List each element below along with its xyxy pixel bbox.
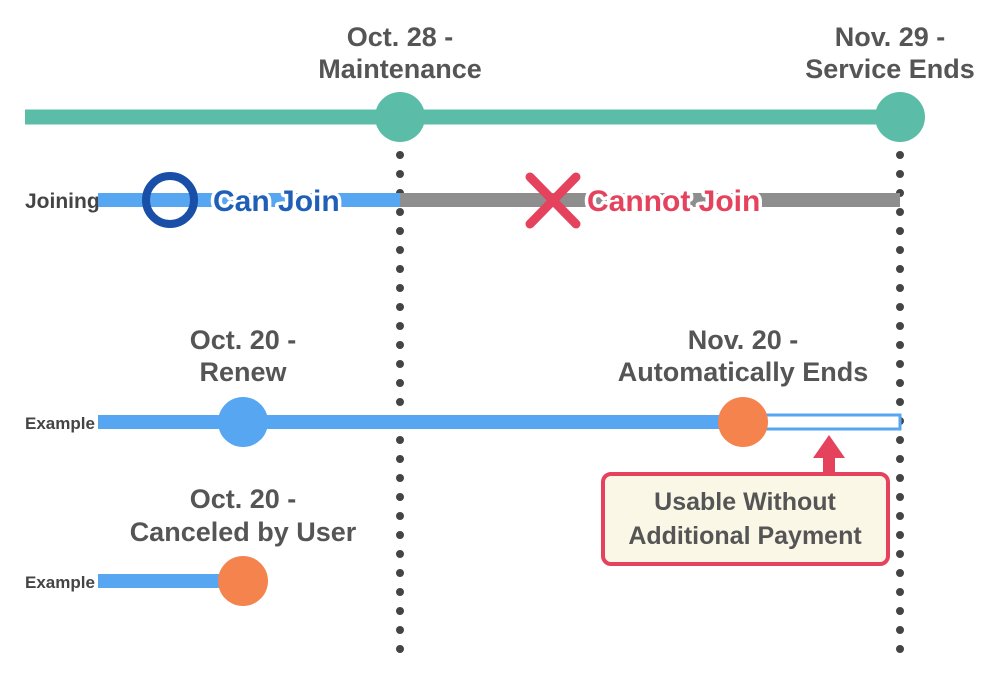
callout-line2: Additional Payment	[628, 522, 862, 550]
service-end-date: Nov. 29 -	[835, 22, 946, 52]
joining-label: Joining	[25, 190, 100, 213]
renew-node	[218, 397, 268, 447]
auto-end-node	[718, 397, 768, 447]
cannot-join-text: Cannot Join	[587, 185, 760, 218]
maintenance-label: Maintenance	[318, 54, 482, 84]
canceled-label: Canceled by User	[130, 517, 357, 547]
service-end-label: Service Ends	[805, 54, 975, 84]
maintenance-date: Oct. 28 -	[347, 22, 454, 52]
auto-end-date: Nov. 20 -	[688, 325, 799, 355]
canceled-node	[218, 556, 268, 606]
can-join-text: Can Join	[213, 185, 340, 218]
callout-box	[601, 472, 890, 566]
auto-end-label: Automatically Ends	[618, 357, 869, 387]
example1-label: Example 1.	[25, 414, 114, 433]
maintenance-node	[375, 92, 425, 142]
callout-line1: Usable Without	[654, 488, 836, 516]
callout-arrow-stem	[823, 456, 835, 476]
renew-date: Oct. 20 -	[190, 325, 297, 355]
cross-ng-icon	[525, 172, 581, 229]
callout-arrow-icon	[813, 435, 845, 458]
canceled-date: Oct. 20 -	[190, 484, 297, 514]
example2-label: Example 2.	[25, 573, 114, 592]
renew-label: Renew	[199, 357, 287, 387]
circle-ok-icon	[142, 172, 198, 228]
service-end-node	[875, 92, 925, 142]
